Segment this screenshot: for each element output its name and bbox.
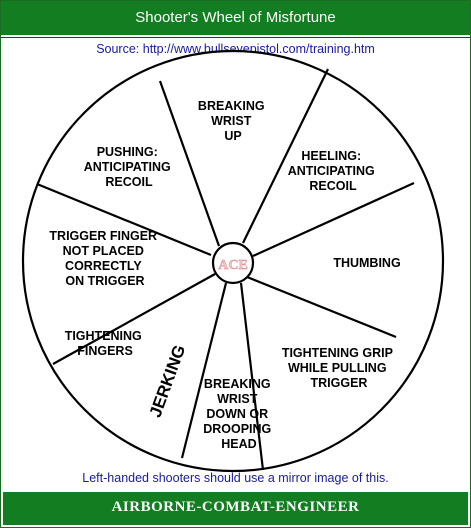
segment-heeling: HEELING: ANTICIPATING RECOIL — [288, 149, 379, 193]
segment-line: ANTICIPATING — [84, 160, 171, 174]
segment-line: UP — [224, 129, 241, 143]
spoke-6 — [180, 282, 228, 459]
segment-pushing: PUSHING: ANTICIPATING RECOIL — [84, 145, 175, 189]
segment-line: NOT PLACED — [63, 244, 144, 258]
wheel-hub — [211, 241, 255, 285]
segment-tightening-fingers: TIGHTENING FINGERS — [65, 329, 146, 358]
segment-line: DOWN OR — [206, 407, 268, 421]
segment-line: DROOPING — [203, 422, 271, 436]
segment-line: WRIST — [211, 114, 252, 128]
segment-line: TRIGGER FINGER — [49, 229, 157, 243]
segment-line: THUMBING — [333, 256, 400, 270]
segment-line: TRIGGER — [311, 376, 368, 390]
segment-thumbing: THUMBING — [333, 256, 400, 270]
segment-line: HEAD — [221, 437, 256, 451]
segment-line: WRIST — [217, 392, 258, 406]
title-bar: Shooter's Wheel of Misfortune — [1, 1, 470, 37]
center-label: ACE — [218, 258, 248, 273]
segment-line: BREAKING — [198, 99, 265, 113]
wheel-spokes — [36, 68, 415, 471]
spoke-7 — [52, 273, 216, 365]
segment-line: ON TRIGGER — [65, 274, 144, 288]
segment-breaking-wrist-up: BREAKING WRIST UP — [198, 99, 268, 143]
segment-line: BREAKING — [204, 377, 271, 391]
source-link: Source: http://www.bullseyepistol.com/tr… — [96, 42, 375, 56]
segment-line: RECOIL — [309, 179, 357, 193]
spoke-2 — [242, 68, 329, 244]
spoke-3 — [252, 181, 415, 258]
segment-line: CORRECTLY — [65, 259, 142, 273]
spoke-1 — [158, 80, 221, 247]
segment-line: TIGHTENING — [65, 329, 142, 343]
segment-line: WHILE PULLING — [288, 361, 387, 375]
segment-line: RECOIL — [105, 175, 153, 189]
spoke-4 — [246, 275, 397, 339]
spoke-5 — [239, 282, 265, 471]
segment-tightening-grip: TIGHTENING GRIP WHILE PULLING TRIGGER — [282, 346, 396, 390]
footer-bar: AIRBORNE-COMBAT-ENGINEER — [3, 492, 468, 525]
segment-line: TIGHTENING GRIP — [282, 346, 393, 360]
spoke-8 — [36, 182, 212, 257]
footer-label: AIRBORNE-COMBAT-ENGINEER — [111, 499, 360, 515]
segment-line: HEELING: — [301, 149, 361, 163]
page-title: Shooter's Wheel of Misfortune — [135, 9, 336, 26]
segment-trigger-finger: TRIGGER FINGER NOT PLACED CORRECTLY ON T… — [49, 229, 160, 288]
segment-line: PUSHING: — [97, 145, 158, 159]
footnote-text: Left-handed shooters should use a mirror… — [82, 471, 389, 485]
segment-line: FINGERS — [77, 344, 133, 358]
segment-breaking-wrist-down: BREAKING WRIST DOWN OR DROOPING HEAD — [203, 377, 275, 451]
segment-line: ANTICIPATING — [288, 164, 375, 178]
